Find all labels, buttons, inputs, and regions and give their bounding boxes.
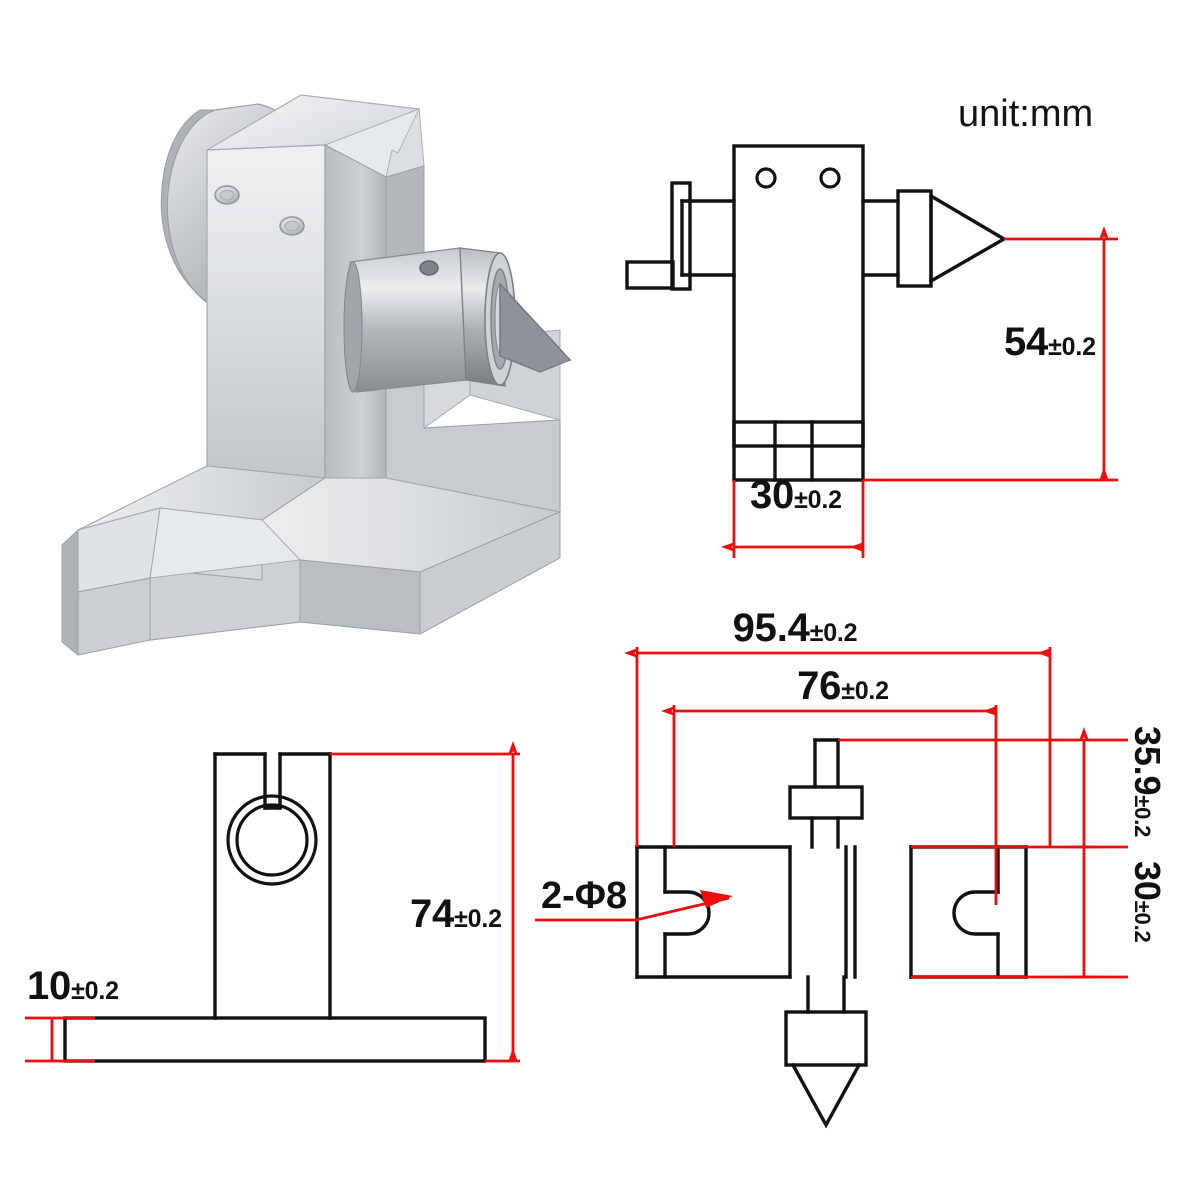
front-view-outline: [625, 144, 1008, 482]
dim-label-95-4: 95.4±0.2: [732, 606, 858, 650]
photo-group: [61, 94, 572, 656]
dim-label-30-front: 30±0.2: [750, 473, 842, 517]
side-view-outline: [63, 752, 487, 1063]
unit-note: unit:mm: [958, 93, 1094, 135]
hole-callout-label: 2-Φ8: [541, 875, 628, 917]
dim-74: [330, 741, 520, 1063]
screw-hole-upper: [214, 185, 240, 205]
base-foot: [61, 465, 562, 656]
dim-label-35-9: 35.9±0.2: [1127, 726, 1168, 838]
screw-hole-lower: [279, 216, 305, 236]
dim-30-top: [911, 845, 1128, 979]
dim-label-10: 10±0.2: [27, 964, 119, 1008]
dim-label-54: 54±0.2: [1004, 320, 1096, 364]
top-view-outline: [635, 738, 1028, 1129]
dim-95-4: [624, 647, 1052, 847]
dimension-lines: [25, 226, 1128, 1063]
dim-10: [25, 1016, 95, 1063]
dim-54: [863, 226, 1118, 482]
dim-30-front: [721, 480, 865, 558]
dim-label-30-top: 30±0.2: [1127, 861, 1168, 943]
hole-callout-leader: [535, 890, 733, 922]
dim-35-9: [838, 727, 1128, 849]
dim-label-74: 74±0.2: [410, 892, 502, 936]
spindle-assembly: [343, 247, 572, 393]
dim-76: [661, 705, 998, 905]
dim-label-76: 76±0.2: [797, 664, 889, 708]
